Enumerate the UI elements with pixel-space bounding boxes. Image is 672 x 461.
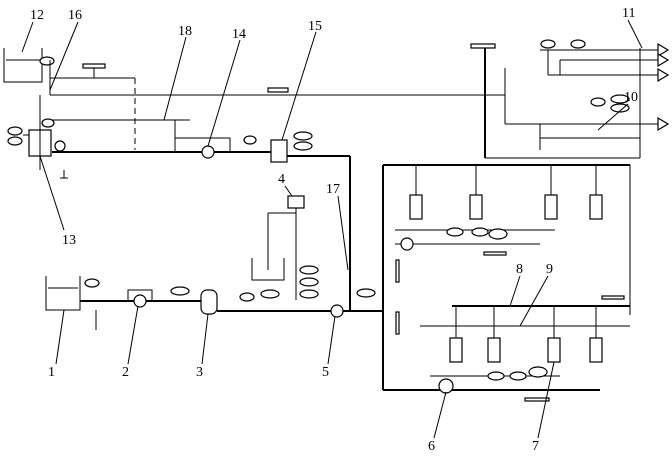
gauge-15b [293,141,313,151]
label-18: 18 [178,24,192,39]
label-10: 10 [624,90,638,105]
pump-5 [330,304,344,318]
tank-12 [3,48,55,83]
leader-lines [21,19,643,439]
indicator-mid [267,87,289,93]
label-3: 3 [196,365,203,380]
label-1: 1 [48,365,55,380]
pump-2 [127,289,153,308]
label-4: 4 [278,172,285,187]
label-17: 17 [326,182,340,197]
reactor-bank-lower [383,295,630,402]
indicator-top [82,63,106,69]
label-5: 5 [322,365,329,380]
reactor-13 [7,95,68,179]
label-11: 11 [622,6,635,21]
label-8: 8 [516,262,523,277]
label-9: 9 [546,262,553,277]
label-13: 13 [62,233,76,248]
gauge-14 [243,135,257,145]
label-2: 2 [122,365,129,380]
label-7: 7 [532,439,539,454]
vessel-3 [200,289,218,315]
pump-14 [201,145,215,159]
unit-4 [251,195,305,300]
label-14: 14 [232,27,246,42]
label-12: 12 [30,8,44,23]
label-15: 15 [308,19,322,34]
label-16: 16 [68,8,82,23]
vessel-15 [270,139,288,163]
label-6: 6 [428,439,435,454]
reactor-bank-upper [382,164,631,390]
pump-6 [438,378,454,394]
gauge-15a [293,131,313,141]
tank-1 [45,276,100,330]
